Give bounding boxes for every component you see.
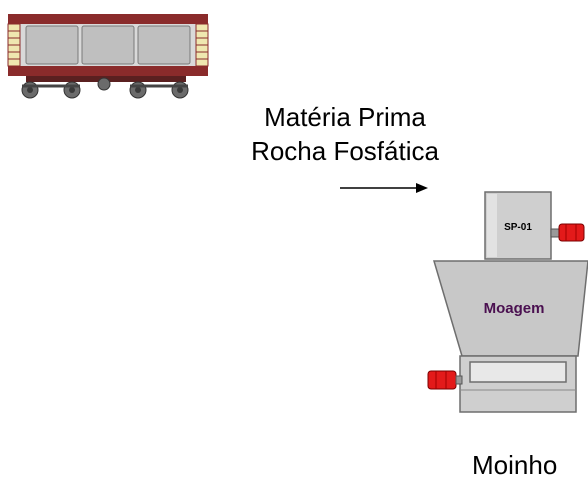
material-label: Matéria Prima Rocha Fosfática — [220, 100, 470, 168]
mill-equipment: SP-01 Moagem — [427, 191, 588, 413]
motor-side-icon — [427, 370, 463, 390]
motor-top-icon — [550, 223, 585, 242]
rocha-fosfatica-label: Rocha Fosfática — [251, 136, 439, 166]
flow-arrow — [340, 183, 428, 193]
materia-prima-label: Matéria Prima — [264, 102, 426, 132]
railway-wagon-icon — [7, 14, 209, 99]
moinho-label: Moinho — [472, 450, 558, 480]
moagem-label: Moagem — [484, 300, 545, 317]
sp-01-label: SP-01 — [504, 222, 532, 233]
